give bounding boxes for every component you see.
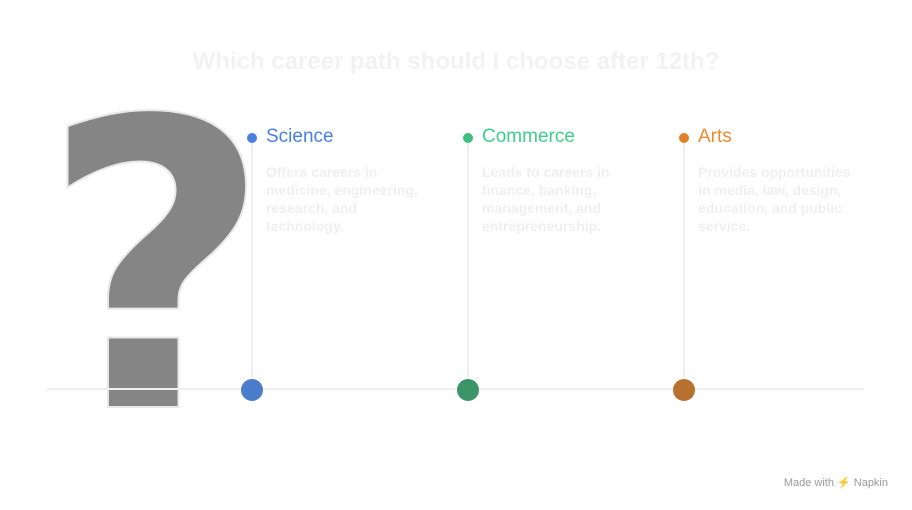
item-description: Leads to careers in finance, banking, ma… [482, 164, 610, 234]
dot-icon [463, 133, 473, 143]
item-description: Offers careers in medicine, engineering,… [266, 164, 418, 234]
timeline-baseline [47, 388, 864, 390]
item-label: Science [266, 126, 334, 147]
question-mark-icon: ? [39, 37, 273, 502]
page-title: Which career path should I choose after … [192, 48, 720, 75]
item-label: Commerce [482, 126, 575, 147]
dot-icon [247, 133, 257, 143]
connector-line [251, 136, 253, 390]
item-label: Arts [698, 126, 732, 147]
dot-icon [679, 133, 689, 143]
connector-line [683, 136, 685, 390]
timeline-node [673, 379, 695, 401]
napkin-watermark: Made with ⚡ Napkin [783, 477, 888, 489]
timeline-node [457, 379, 479, 401]
connector-line [467, 136, 469, 390]
timeline-node [241, 379, 263, 401]
item-description: Provides opportunities in media, law, de… [698, 164, 851, 234]
